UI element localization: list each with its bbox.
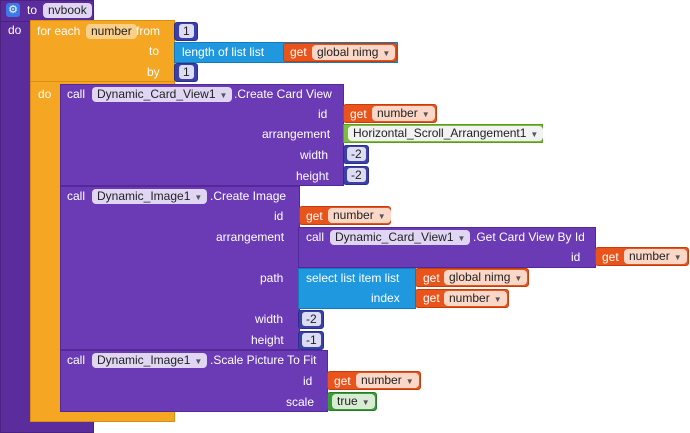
create-image-id-variable-dropdown[interactable]: number▼: [328, 208, 391, 223]
loop-do-label: do: [38, 87, 52, 101]
scale-picture-method-label: .Scale Picture To Fit: [210, 353, 317, 367]
scale-true-dropdown[interactable]: true▼: [332, 394, 375, 409]
create-card-width-label: width: [300, 148, 329, 162]
get-card-method-label: .Get Card View By Id: [473, 230, 585, 244]
create-image-method-label: .Create Image: [210, 189, 287, 203]
create-card-component-dropdown[interactable]: Dynamic_Card_View1▼: [92, 87, 233, 102]
chevron-down-icon: ▼: [194, 193, 203, 202]
chevron-down-icon: ▼: [421, 110, 430, 119]
scale-picture-scale-label: scale: [286, 395, 315, 409]
create-image-height-label: height: [251, 333, 284, 347]
select-list-variable-text: global nimg: [449, 270, 511, 284]
to-label: to: [149, 44, 160, 58]
chevron-down-icon: ▼: [219, 91, 228, 100]
create-card-call-label: call: [67, 87, 86, 101]
get-card-component-text: Dynamic_Card_View1: [335, 230, 454, 244]
chevron-down-icon: ▼: [361, 398, 370, 407]
arrangement-component-text: Horizontal_Scroll_Arrangement1: [353, 126, 527, 140]
select-list-get-label: get: [423, 271, 440, 285]
create-card-height-value[interactable]: -2: [347, 168, 366, 182]
select-list-variable-dropdown[interactable]: global nimg▼: [444, 270, 528, 285]
get-card-id-label: id: [571, 250, 581, 264]
loop-variable-field[interactable]: number: [86, 24, 137, 39]
get-card-id-variable-text: number: [629, 249, 670, 263]
scale-picture-component-dropdown[interactable]: Dynamic_Image1▼: [92, 353, 208, 368]
get-card-get-label: get: [602, 250, 619, 264]
gear-icon[interactable]: ⚙: [6, 3, 20, 17]
create-image-call-label: call: [67, 189, 86, 203]
by-number-value[interactable]: 1: [179, 65, 194, 79]
get-card-call-label: call: [306, 230, 325, 244]
get-card-component-dropdown[interactable]: Dynamic_Card_View1▼: [330, 230, 471, 245]
create-image-id-label: id: [274, 209, 284, 223]
create-image-component-text: Dynamic_Image1: [97, 189, 191, 203]
create-card-width-value[interactable]: -2: [347, 147, 366, 161]
scale-true-text: true: [337, 394, 358, 408]
select-list-item-block[interactable]: [298, 268, 416, 309]
from-number-value[interactable]: 1: [179, 24, 194, 38]
chevron-down-icon: ▼: [405, 377, 414, 386]
chevron-down-icon: ▼: [673, 253, 682, 262]
scale-picture-id-variable-text: number: [361, 373, 402, 387]
scale-picture-get-label: get: [334, 374, 351, 388]
scale-picture-call-label: call: [67, 353, 86, 367]
create-card-id-label: id: [318, 107, 328, 121]
create-image-path-label: path: [260, 271, 284, 285]
chevron-down-icon: ▼: [382, 49, 391, 58]
create-card-id-variable-text: number: [377, 106, 418, 120]
create-image-arrangement-label: arrangement: [216, 230, 285, 244]
scale-picture-id-label: id: [303, 374, 313, 388]
procedure-do-label: do: [8, 23, 22, 37]
procedure-to-label: to: [27, 3, 38, 17]
arrangement-component-dropdown[interactable]: Horizontal_Scroll_Arrangement1▼: [348, 126, 544, 141]
chevron-down-icon: ▼: [493, 295, 502, 304]
create-card-method-label: .Create Card View: [234, 87, 332, 101]
chevron-down-icon: ▼: [377, 212, 386, 221]
create-image-get-label: get: [306, 209, 323, 223]
chevron-down-icon: ▼: [194, 357, 203, 366]
index-variable-text: number: [449, 291, 490, 305]
from-label: from: [136, 24, 160, 38]
create-card-get-label: get: [350, 107, 367, 121]
create-image-component-dropdown[interactable]: Dynamic_Image1▼: [92, 189, 208, 204]
create-card-height-label: height: [296, 169, 329, 183]
global-variable-text: global nimg: [317, 45, 379, 59]
procedure-name-text: nvbook: [48, 3, 87, 17]
create-card-component-text: Dynamic_Card_View1: [97, 87, 216, 101]
create-image-width-label: width: [255, 312, 284, 326]
create-image-id-variable-text: number: [333, 208, 374, 222]
scale-picture-component-text: Dynamic_Image1: [97, 353, 191, 367]
index-variable-dropdown[interactable]: number▼: [444, 291, 507, 306]
chevron-down-icon: ▼: [514, 274, 523, 283]
global-variable-dropdown[interactable]: global nimg▼: [312, 45, 396, 60]
loop-variable-text: number: [91, 24, 132, 38]
by-label: by: [147, 65, 160, 79]
get-card-id-variable-dropdown[interactable]: number▼: [624, 249, 687, 264]
get-label: get: [290, 45, 307, 59]
for-each-label: for each: [37, 24, 81, 38]
procedure-name-field[interactable]: nvbook: [43, 3, 92, 18]
create-card-id-variable-dropdown[interactable]: number▼: [372, 106, 435, 121]
length-of-list-label: length of list list: [182, 45, 265, 59]
create-image-height-value[interactable]: -1: [302, 333, 321, 347]
select-list-item-label: select list item list: [306, 271, 400, 285]
chevron-down-icon: ▼: [530, 130, 539, 139]
create-image-width-value[interactable]: -2: [302, 312, 321, 326]
select-index-label: index: [371, 291, 400, 305]
create-card-arrangement-label: arrangement: [262, 127, 331, 141]
scale-picture-id-variable-dropdown[interactable]: number▼: [356, 373, 419, 388]
create-image-block[interactable]: [60, 186, 300, 350]
index-get-label: get: [423, 291, 440, 305]
chevron-down-icon: ▼: [457, 234, 466, 243]
